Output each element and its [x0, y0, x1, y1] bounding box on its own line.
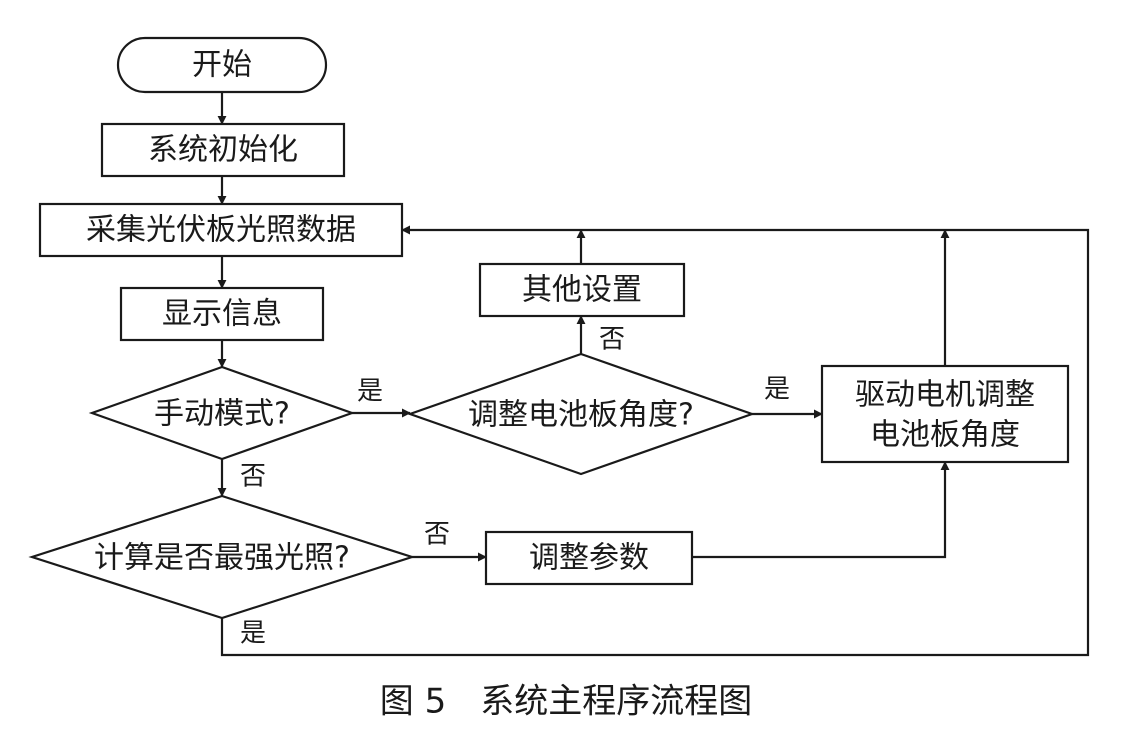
start-label: 开始	[192, 48, 252, 83]
label-max-yes: 是	[240, 619, 266, 649]
drive-motor-label-line2: 电池板角度	[870, 418, 1020, 453]
collect-label: 采集光伏板光照数据	[86, 213, 356, 248]
label-manual-no: 否	[240, 462, 266, 492]
edge-max-collect-yes	[220, 225, 1090, 657]
adjust-params-label: 调整参数	[529, 541, 649, 576]
max-light-decision: 计算是否最强光照?	[28, 494, 416, 620]
display-label: 显示信息	[162, 297, 282, 332]
label-manual-yes: 是	[357, 377, 383, 407]
manual-mode-decision: 手动模式?	[88, 365, 356, 461]
label-adjust-yes: 是	[764, 375, 790, 405]
adjust-angle-label: 调整电池板角度?	[468, 398, 694, 433]
drive-motor-label-line1: 驱动电机调整	[855, 378, 1035, 413]
drive-motor-node: 驱动电机调整 电池板角度	[820, 364, 1070, 464]
init-label: 系统初始化	[148, 133, 298, 168]
figure-caption: 图 5 系统主程序流程图	[380, 682, 752, 722]
display-node: 显示信息	[119, 286, 325, 342]
other-settings-label: 其他设置	[522, 273, 642, 308]
manual-mode-label: 手动模式?	[154, 397, 290, 432]
label-adjust-no: 否	[599, 325, 625, 355]
init-node: 系统初始化	[100, 122, 346, 178]
adjust-angle-decision: 调整电池板角度?	[406, 352, 756, 476]
edge-params-drive	[692, 461, 950, 559]
adjust-params-node: 调整参数	[484, 530, 694, 586]
start-node: 开始	[116, 36, 328, 94]
max-light-label: 计算是否最强光照?	[94, 541, 350, 576]
other-settings-node: 其他设置	[478, 262, 686, 318]
collect-node: 采集光伏板光照数据	[38, 202, 404, 258]
label-max-no: 否	[424, 520, 450, 550]
